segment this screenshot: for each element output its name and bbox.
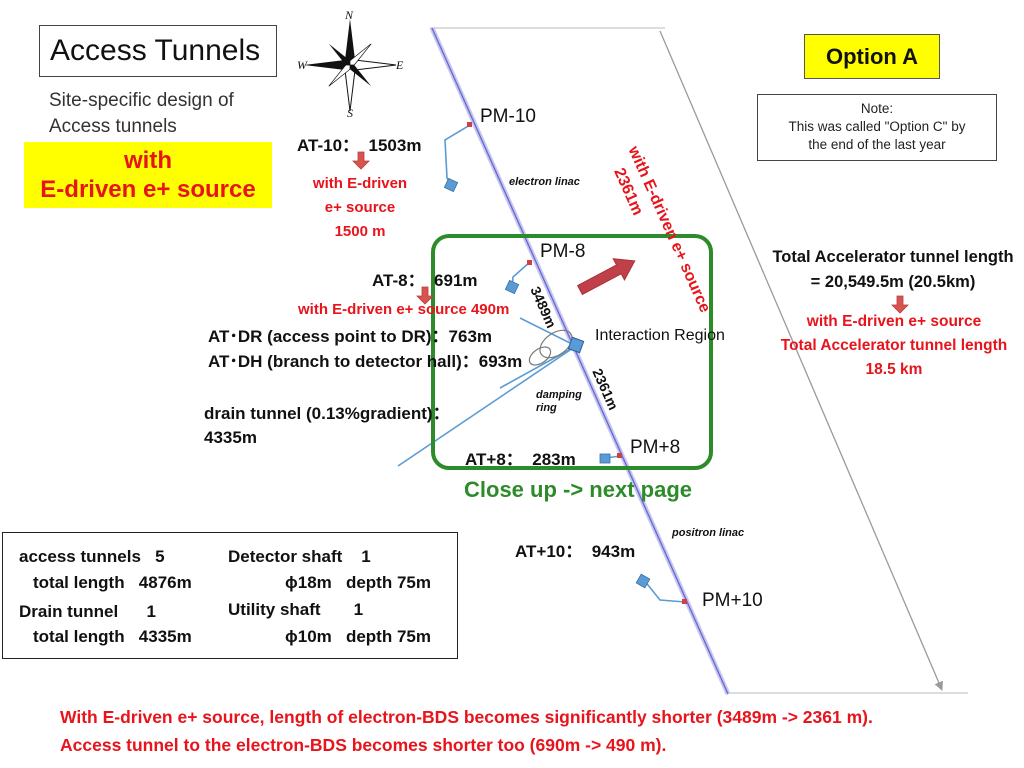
- summary-stats-box: access tunnels 5 total length 4876m Drai…: [2, 532, 458, 659]
- subtitle: Site-specific design of Access tunnels: [49, 90, 234, 137]
- positron-linac-label: positron linac: [672, 527, 745, 539]
- compass-s: S: [347, 106, 353, 120]
- main-accelerator-line: [429, 26, 731, 696]
- red-down-arrows: [352, 151, 909, 314]
- at-10-tunnel: [444, 124, 471, 187]
- damping-ring-label: damping ring: [536, 389, 582, 414]
- stat-detector-dims: ϕ18m depth 75m: [285, 573, 431, 592]
- pm-plus-10-label: PM+10: [702, 590, 763, 611]
- close-up-frame: [431, 234, 713, 470]
- at-10-label: AT-10： 1503m: [297, 136, 422, 155]
- total-length-label: Total Accelerator tunnel length = 20,549…: [772, 248, 1014, 291]
- at-dr-label: AT･DR (access point to DR)：763m: [208, 327, 493, 346]
- close-up-label: Close up -> next page: [464, 477, 692, 502]
- compass-w: W: [297, 58, 307, 72]
- at-10-e-driven-note: with E-driven e+ source 1500 m: [312, 175, 408, 240]
- stat-access-tunnels: access tunnels 5: [19, 547, 165, 566]
- total-length-e-driven-note: with E-driven e+ source Total Accelerato…: [780, 313, 1008, 378]
- at-plus-8-label: AT+8： 283m: [465, 450, 576, 469]
- at-plus-10-label: AT+10： 943m: [515, 542, 636, 561]
- stat-utility-shaft: Utility shaft 1: [228, 600, 364, 619]
- electron-linac-label: electron linac: [509, 176, 580, 188]
- stat-drain-tunnel: Drain tunnel 1: [19, 602, 156, 621]
- page-title: Access Tunnels: [39, 25, 277, 77]
- stat-utility-dims: ϕ10m depth 75m: [285, 627, 431, 646]
- at-dr-tunnel: [519, 317, 577, 347]
- compass-e: E: [396, 58, 404, 72]
- compass-n: N: [345, 8, 354, 22]
- at-dh-label: AT･DH (branch to detector hall)：693m: [208, 352, 523, 371]
- red-block-arrow: [576, 258, 636, 296]
- pm-8-label: PM-8: [540, 241, 586, 262]
- interaction-region-label: Interaction Region: [595, 327, 725, 344]
- stat-drain-total: total length 4335m: [33, 627, 192, 646]
- stat-detector-shaft: Detector shaft 1: [228, 547, 371, 566]
- pm-plus-8-label: PM+8: [630, 437, 681, 458]
- option-label: Option A: [804, 34, 940, 79]
- footer-summary: With E-driven e+ source, length of elect…: [60, 707, 873, 755]
- e-driven-highlight-box: with E-driven e+ source: [24, 142, 272, 208]
- note-box: Note: This was called "Option C" by the …: [757, 94, 997, 161]
- compass-rose: [304, 19, 397, 112]
- shaft-markers: [467, 122, 687, 604]
- damping-ring: [528, 329, 573, 366]
- interaction-point: [567, 336, 585, 354]
- stat-access-total: total length 4876m: [33, 573, 192, 592]
- drain-tunnel: [397, 345, 577, 467]
- at-8-e-driven-note: with E-driven e+ source 490m: [298, 301, 510, 318]
- portal-markers: [443, 177, 651, 589]
- at-8-label: AT-8： 691m: [372, 271, 478, 290]
- pm-10-label: PM-10: [480, 106, 536, 127]
- total-length-dimension: [430, 27, 968, 694]
- drain-tunnel-label: drain tunnel (0.13%gradient)： 4335m: [204, 404, 450, 447]
